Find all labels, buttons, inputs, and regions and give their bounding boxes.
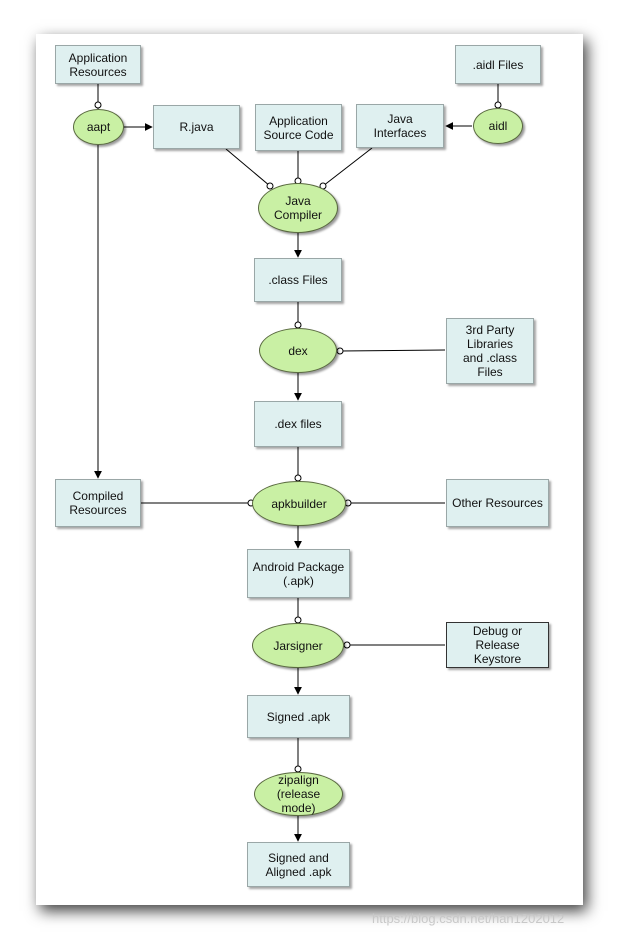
node-signed-apk: Signed .apk [247, 695, 350, 738]
node-java-interfaces: Java Interfaces [356, 104, 444, 148]
node-other-resources: Other Resources [446, 479, 549, 527]
port-aapt-top [94, 101, 102, 109]
node-application-resources: Application Resources [55, 45, 141, 84]
diagram-paper [36, 34, 583, 905]
edge-thirdparty-dex [339, 349, 446, 352]
node-third-party-libraries: 3rd Party Libraries and .class Files [446, 318, 534, 384]
edge-rjava-compiler [225, 148, 271, 187]
node-aapt: aapt [73, 109, 124, 145]
node-apkbuilder: apkbuilder [252, 481, 346, 526]
node-aidl: aidl [473, 108, 523, 144]
edge-javaint-compiler [322, 147, 373, 187]
node-application-source-code: Application Source Code [255, 104, 342, 151]
node-dex-files: .dex files [254, 401, 342, 447]
node-class-files: .class Files [254, 258, 342, 302]
node-dex: dex [259, 328, 337, 373]
node-debug-release-keystore: Debug or Release Keystore [446, 622, 549, 668]
port-dex-right [336, 347, 344, 355]
watermark-url: https://blog.csdn.net/han1202012 [372, 911, 565, 926]
node-compiled-resources: Compiled Resources [55, 479, 141, 527]
node-rjava: R.java [153, 105, 240, 149]
node-zipalign: zipalign (release mode) [254, 772, 343, 816]
node-aidl-files: .aidl Files [455, 45, 541, 84]
node-java-compiler: Java Compiler [258, 183, 338, 233]
node-signed-aligned-apk: Signed and Aligned .apk [247, 842, 350, 887]
node-android-package: Android Package (.apk) [247, 549, 350, 598]
port-jarsigner-right [343, 641, 351, 649]
node-jarsigner: Jarsigner [252, 623, 344, 668]
